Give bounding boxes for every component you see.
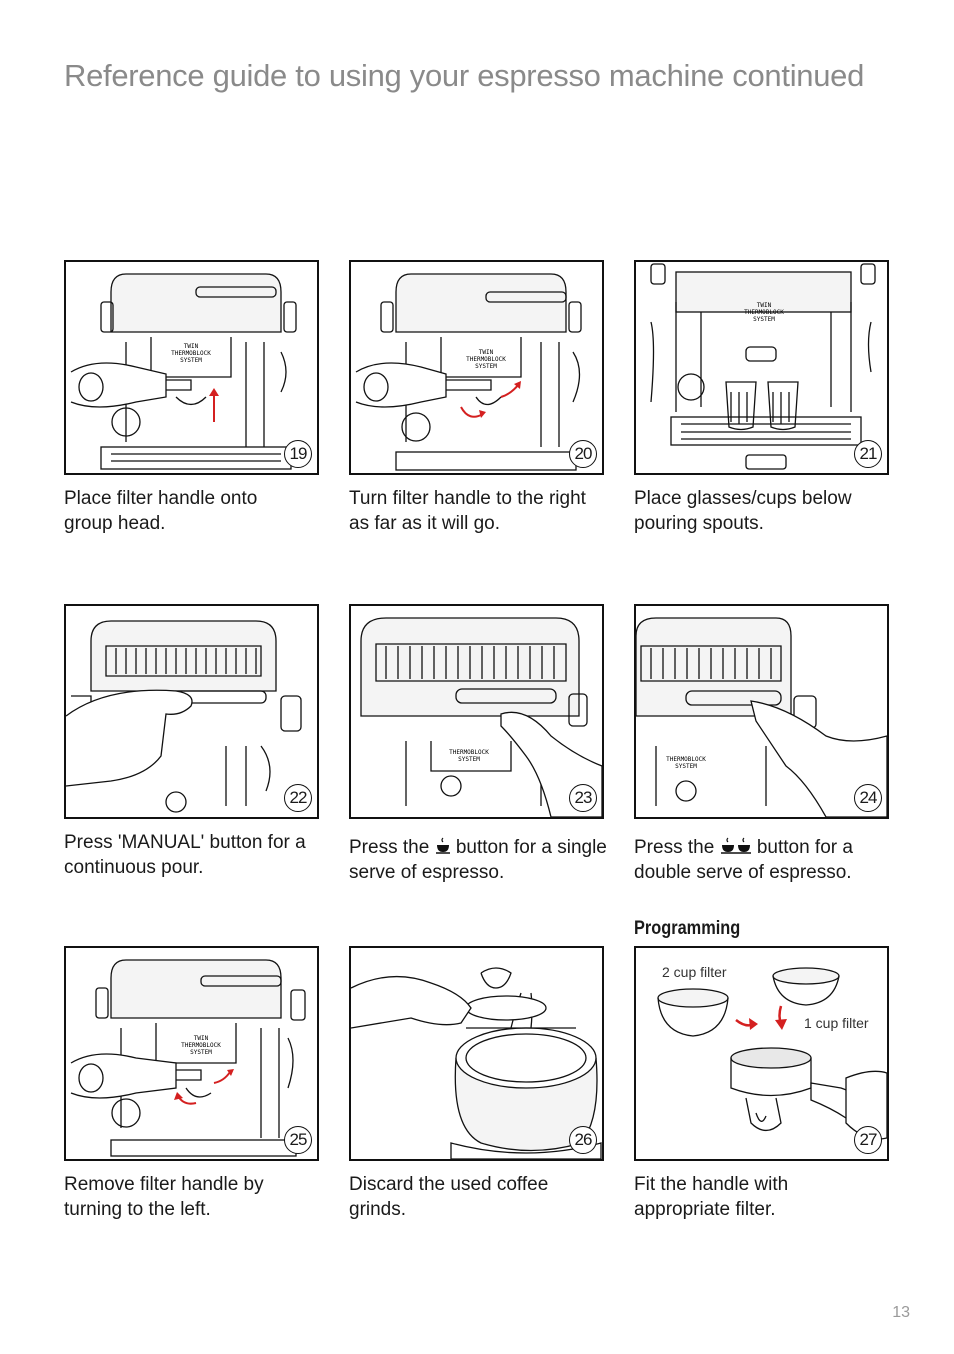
red-arrowhead (775, 1019, 787, 1030)
machine-label: THERMOBLOCK (449, 749, 489, 756)
machine-illustration: TWIN THERMOBLOCK SYSTEM (70, 959, 306, 1157)
red-arrowhead (479, 410, 486, 418)
red-arrowhead (227, 1069, 234, 1076)
red-arrowhead (209, 388, 219, 396)
red-arrowhead (749, 1018, 758, 1030)
caption: Press the button for a single serve of e… (349, 835, 609, 885)
machine-label: THERMOBLOCK (466, 356, 506, 363)
step-number: 26 (569, 1126, 597, 1154)
step-number: 24 (854, 784, 882, 812)
step-number: 22 (284, 784, 312, 812)
red-arrow (500, 383, 520, 398)
two-cup-filter-label: 2 cup filter (662, 964, 727, 980)
single-cup-icon (435, 837, 450, 854)
illustration-panel-25: TWIN THERMOBLOCK SYSTEM 25 (64, 946, 319, 1161)
step-number: 23 (569, 784, 597, 812)
caption: Place glasses/cups below pouring spouts. (634, 488, 852, 534)
caption: Turn filter handle to the right as far a… (349, 488, 586, 534)
machine-illustration (66, 620, 302, 813)
machine-label: THERMOBLOCK (181, 1042, 221, 1049)
machine-label: THERMOBLOCK (744, 309, 784, 316)
machine-illustration: TWIN THERMOBLOCK SYSTEM (355, 273, 582, 471)
filter-illustration (657, 967, 887, 1140)
caption: Press 'MANUAL' button for a continuous p… (64, 832, 306, 878)
caption-prefix: Press the (634, 837, 715, 858)
step-number: 21 (854, 440, 882, 468)
machine-label: THERMOBLOCK (666, 756, 706, 763)
illustration-panel-26: 26 (349, 946, 604, 1161)
machine-label: THERMOBLOCK (171, 350, 211, 357)
machine-illustration: TWIN THERMOBLOCK SYSTEM (70, 273, 297, 470)
step-number: 20 (569, 440, 597, 468)
machine-label: SYSTEM (180, 357, 202, 364)
programming-heading: Programming (634, 918, 741, 939)
caption-suffix: button for a double serve of espresso. (634, 837, 853, 883)
one-cup-filter-label: 1 cup filter (804, 1015, 869, 1031)
page-number: 13 (892, 1304, 910, 1321)
caption: Fit the handle with appropriate filter. (634, 1174, 789, 1220)
caption: Discard the used coffee grinds. (349, 1174, 549, 1220)
machine-label: TWIN (194, 1035, 209, 1042)
knock-box-illustration (351, 967, 602, 1159)
step-number: 19 (284, 440, 312, 468)
machine-label: TWIN (184, 343, 199, 350)
machine-label: SYSTEM (458, 756, 480, 763)
machine-illustration: THERMOBLOCK SYSTEM (636, 617, 887, 817)
red-arrow (213, 1071, 231, 1084)
illustration-panel-19: TWIN THERMOBLOCK SYSTEM 19 (64, 260, 319, 475)
illustration-panel-21: TWIN THERMOBLOCK SYSTEM 21 (634, 260, 889, 475)
machine-label: SYSTEM (190, 1049, 212, 1056)
caption: Press the button for a double serve of e… (634, 835, 894, 885)
caption-suffix: button for a single serve of espresso. (349, 837, 607, 883)
step-number: 27 (854, 1126, 882, 1154)
step-number: 25 (284, 1126, 312, 1154)
illustration-panel-23: THERMOBLOCK SYSTEM 23 (349, 604, 604, 819)
caption-prefix: Press the (349, 837, 430, 858)
caption: Remove filter handle by turning to the l… (64, 1174, 264, 1220)
machine-label: TWIN (479, 349, 494, 356)
machine-illustration: TWIN THERMOBLOCK SYSTEM (650, 263, 876, 470)
machine-label: SYSTEM (475, 363, 497, 370)
machine-label: SYSTEM (753, 316, 775, 323)
machine-illustration: THERMOBLOCK SYSTEM (360, 617, 602, 817)
machine-label: SYSTEM (675, 763, 697, 770)
page-title: Reference guide to using your espresso m… (64, 58, 865, 93)
illustration-panel-27: 2 cup filter 1 cup filter 27 (634, 946, 889, 1161)
illustration-panel-20: TWIN THERMOBLOCK SYSTEM 20 (349, 260, 604, 475)
illustration-panel-24: THERMOBLOCK SYSTEM 24 (634, 604, 889, 819)
double-cup-icon (720, 837, 751, 854)
caption: Place filter handle onto group head. (64, 488, 258, 534)
red-arrowhead (174, 1092, 183, 1100)
red-arrowhead (514, 381, 521, 389)
illustration-panel-22: 22 (64, 604, 319, 819)
machine-label: TWIN (757, 302, 772, 309)
